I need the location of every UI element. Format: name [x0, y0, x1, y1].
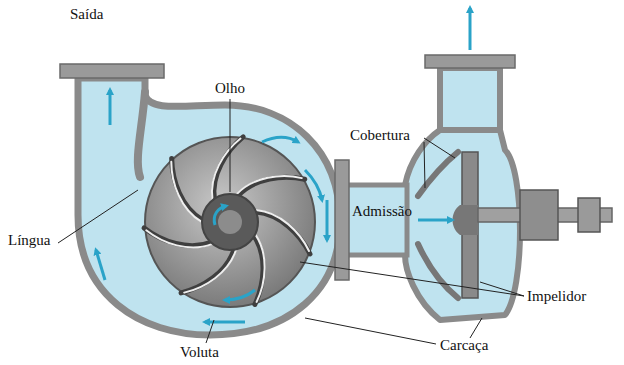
tongue	[138, 92, 145, 177]
outlet-pipe	[440, 68, 500, 134]
volute-casing	[78, 78, 340, 335]
part-label: Saída	[70, 6, 103, 23]
casing-section	[405, 130, 520, 320]
bearing-housing	[520, 190, 558, 240]
flow-arrows	[418, 8, 470, 220]
part-label: Cobertura	[350, 127, 410, 144]
part-label: Admissão	[352, 203, 412, 220]
outlet-flange	[425, 55, 515, 68]
leader-lines	[58, 99, 524, 344]
part-label: Impelidor	[527, 288, 586, 305]
part-label: Carcaça	[440, 337, 488, 354]
inlet-flange	[335, 160, 349, 280]
flow-arrows	[96, 90, 327, 322]
impeller-shroud	[418, 152, 458, 298]
outlet-flange	[60, 64, 164, 78]
inlet-pipe	[345, 185, 407, 255]
coupling	[578, 198, 600, 232]
part-label: Voluta	[180, 344, 219, 361]
part-label: Olho	[215, 80, 245, 97]
impeller-hub	[453, 205, 479, 235]
part-label: Língua	[8, 232, 51, 249]
